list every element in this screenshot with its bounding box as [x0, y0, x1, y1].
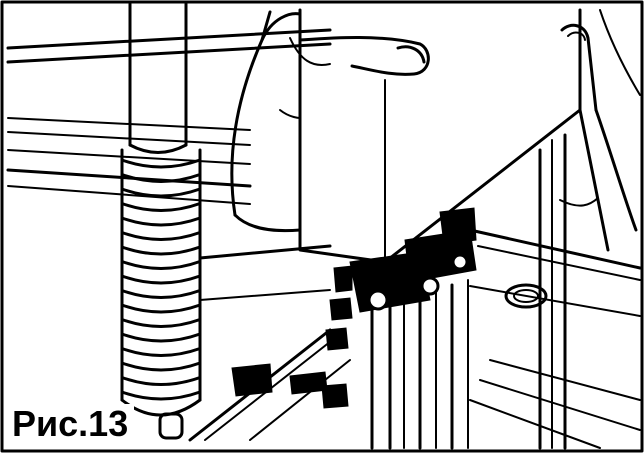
- coil-ring: [120, 231, 202, 241]
- threaded-spring-column: [120, 2, 202, 440]
- figure-caption: Рис.13: [8, 404, 135, 444]
- coil-ring: [120, 202, 202, 212]
- coil-ring: [120, 318, 202, 328]
- coil-ring: [120, 274, 202, 285]
- coil-ring: [120, 390, 202, 401]
- coil-ring: [120, 260, 202, 270]
- column-foot: [158, 412, 184, 440]
- round-knob: [504, 283, 548, 309]
- pressed-block: [298, 8, 582, 264]
- coil-ring: [120, 216, 202, 227]
- coil-ring: [120, 303, 202, 314]
- coil-rings: [120, 158, 202, 401]
- coil-ring: [120, 361, 202, 372]
- coil-ring: [120, 173, 202, 183]
- coil-ring: [120, 289, 202, 299]
- upper-rails: [6, 28, 332, 205]
- vertical-profiles: [370, 133, 567, 450]
- right-hand-holding-block: [559, 9, 641, 252]
- coil-ring: [120, 187, 202, 198]
- coil-ring: [120, 158, 202, 169]
- left-hand-pressing-top: [230, 10, 430, 233]
- coil-ring: [120, 347, 202, 357]
- coil-ring: [120, 332, 202, 343]
- coil-ring: [120, 245, 202, 256]
- coil-ring: [120, 376, 202, 386]
- corner-bracket-clamps: [231, 207, 477, 409]
